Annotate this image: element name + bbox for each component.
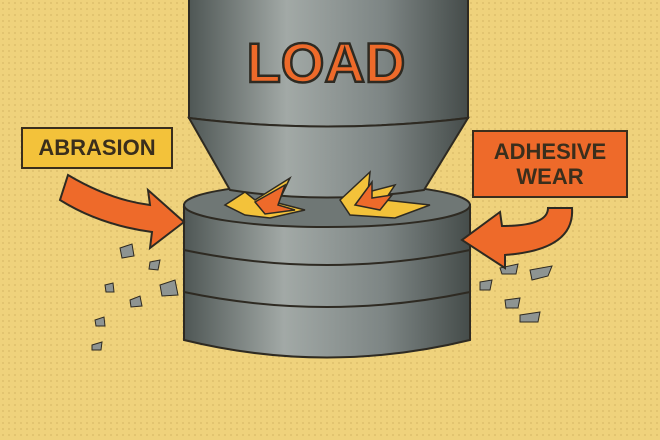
adhesive-wear-label: ADHESIVE WEAR xyxy=(472,130,628,198)
debris-fragments xyxy=(91,243,553,351)
load-piston xyxy=(187,0,470,199)
friction-sparks-icon xyxy=(223,170,431,219)
abrasion-label: ABRASION xyxy=(21,127,173,169)
adhesive-wear-arrow-icon xyxy=(460,207,574,270)
disc-stack xyxy=(183,182,471,359)
load-text: LOAD xyxy=(247,31,406,94)
abrasion-arrow-icon xyxy=(58,173,186,251)
